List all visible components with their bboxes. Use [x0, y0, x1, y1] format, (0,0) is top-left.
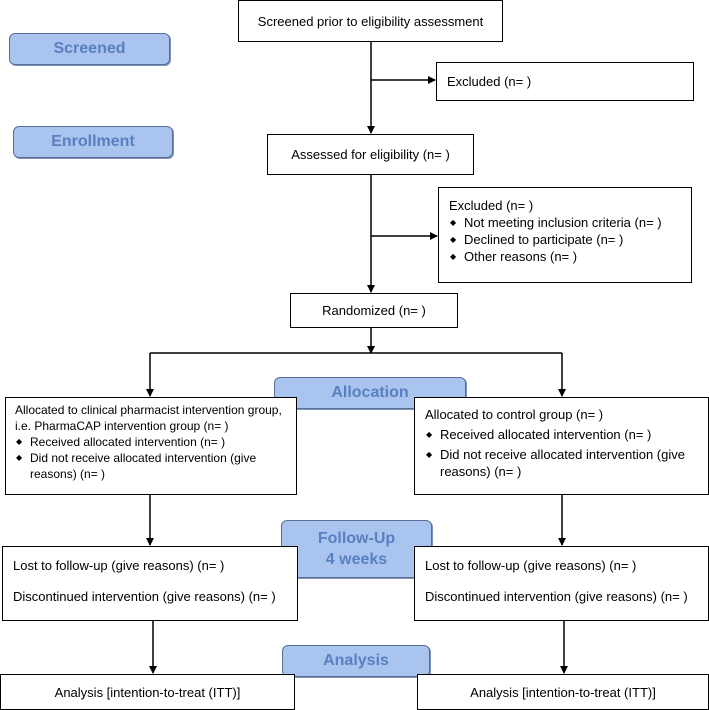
screened-box: Screened prior to eligibility assessment [238, 0, 503, 42]
excluded-2-title: Excluded (n= ) [449, 198, 534, 213]
left-analysis-box: Analysis [intention-to-treat (ITT)] [0, 674, 295, 710]
right-followup-lost: Lost to follow-up (give reasons) (n= ) [425, 558, 637, 573]
stage-enrollment-label: Enrollment [13, 126, 173, 158]
randomized-text: Randomized (n= ) [322, 303, 426, 318]
right-alloc-item: Received allocated intervention (n= ) [425, 426, 702, 443]
stage-enrollment-text: Enrollment [51, 133, 135, 150]
left-alloc-line2: i.e. PharmaCAP intervention group (n= ) [15, 419, 229, 433]
right-analysis-box: Analysis [intention-to-treat (ITT)] [417, 674, 709, 710]
left-alloc-line1: Allocated to clinical pharmacist interve… [15, 403, 282, 417]
stage-analysis-text: Analysis [323, 652, 389, 669]
right-alloc-line1: Allocated to control group (n= ) [425, 407, 604, 422]
stage-screened-label: Screened [9, 33, 170, 65]
stage-followup-label: Follow-Up 4 weeks [281, 520, 432, 578]
stage-screened-text: Screened [53, 40, 126, 57]
left-followup-lost: Lost to follow-up (give reasons) (n= ) [13, 558, 225, 573]
stage-followup-text-2: 4 weeks [325, 551, 388, 568]
excluded-1-text: Excluded (n= ) [447, 74, 532, 89]
randomized-box: Randomized (n= ) [290, 293, 458, 328]
left-alloc-item: Did not receive allocated intervention (… [15, 450, 290, 482]
excluded-2-item: Not meeting inclusion criteria (n= ) [449, 214, 683, 231]
left-alloc-item: Received allocated intervention (n= ) [15, 434, 290, 450]
assessed-text: Assessed for eligibility (n= ) [291, 147, 450, 162]
right-analysis-text: Analysis [intention-to-treat (ITT)] [470, 684, 656, 700]
excluded-2-item: Declined to participate (n= ) [449, 231, 683, 248]
assessed-box: Assessed for eligibility (n= ) [267, 134, 474, 175]
right-allocation-box: Allocated to control group (n= ) Receive… [414, 397, 709, 495]
left-analysis-text: Analysis [intention-to-treat (ITT)] [54, 684, 241, 700]
right-alloc-item: Did not receive allocated intervention (… [425, 446, 702, 480]
left-followup-discontinued: Discontinued intervention (give reasons)… [13, 589, 276, 604]
stage-analysis-label: Analysis [282, 645, 430, 677]
excluded-box-1: Excluded (n= ) [436, 62, 694, 101]
stage-followup-text-1: Follow-Up [317, 530, 396, 547]
right-followup-discontinued: Discontinued intervention (give reasons)… [425, 589, 688, 604]
excluded-2-item: Other reasons (n= ) [449, 248, 683, 265]
stage-allocation-text: Allocation [331, 384, 409, 401]
left-followup-box: Lost to follow-up (give reasons) (n= ) D… [2, 546, 298, 621]
left-allocation-box: Allocated to clinical pharmacist interve… [5, 397, 297, 495]
excluded-box-2: Excluded (n= ) Not meeting inclusion cri… [438, 187, 692, 283]
right-followup-box: Lost to follow-up (give reasons) (n= ) D… [414, 546, 709, 621]
screened-box-text: Screened prior to eligibility assessment [257, 13, 484, 29]
